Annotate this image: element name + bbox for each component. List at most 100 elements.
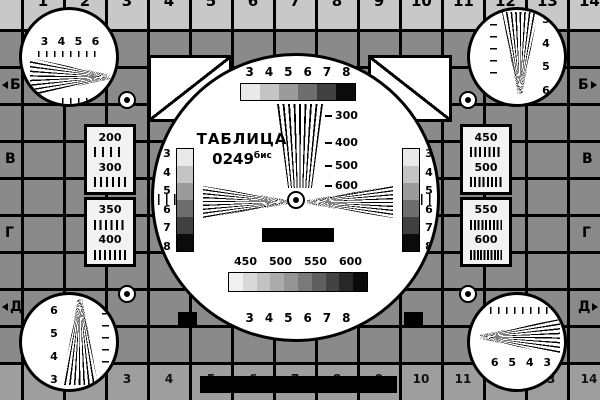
wedge-frequency-value: 600 bbox=[335, 179, 358, 192]
row-letter-label: Д bbox=[10, 299, 23, 315]
burst-pattern bbox=[470, 147, 502, 158]
row-letter-label: В bbox=[582, 151, 593, 167]
fan-number: 3 bbox=[542, 13, 550, 26]
grayscale-digit: 4 bbox=[425, 165, 433, 179]
fan-number: 4 bbox=[57, 35, 66, 48]
fan-number: 4 bbox=[542, 36, 550, 50]
fan-number: 6 bbox=[542, 83, 550, 97]
fan-number: 5 bbox=[542, 60, 550, 74]
target-dot bbox=[293, 197, 299, 203]
grayscale-digit: 5 bbox=[163, 184, 171, 198]
grid-vline bbox=[441, 0, 444, 400]
tick-marks bbox=[38, 51, 102, 57]
row-letter-label: Б bbox=[578, 77, 589, 93]
grayscale-cell bbox=[177, 166, 193, 183]
grayscale-cell bbox=[270, 273, 285, 291]
grayscale-cell bbox=[403, 200, 419, 217]
fan-numbers: 3 4 5 6 bbox=[540, 14, 552, 96]
card-code: 0249бис bbox=[190, 150, 294, 168]
burst-pattern bbox=[94, 219, 126, 230]
grid-hline bbox=[0, 362, 600, 365]
black-square bbox=[404, 312, 423, 327]
center-target bbox=[287, 191, 305, 209]
frequency-label: 550 bbox=[304, 255, 327, 268]
grayscale-cell bbox=[229, 273, 243, 291]
resolution-fan bbox=[30, 58, 110, 96]
row-letter-label: Г bbox=[5, 225, 14, 241]
bottom-frequency-labels: 450 500 550 600 bbox=[228, 256, 368, 269]
fan-number: 6 bbox=[50, 304, 58, 317]
grayscale-cell bbox=[353, 273, 367, 291]
column-number: 2 bbox=[79, 0, 91, 10]
grayscale-cell bbox=[311, 273, 326, 291]
grayscale-digit: 4 bbox=[264, 65, 274, 79]
row-letter-right: В bbox=[582, 151, 593, 167]
tick-marks bbox=[421, 194, 437, 205]
grayscale-digit: 6 bbox=[163, 202, 171, 216]
grayscale-digit: 7 bbox=[322, 311, 332, 325]
row-letter-label: Б bbox=[10, 77, 21, 93]
column-number: 9 bbox=[373, 0, 385, 10]
burst-pattern bbox=[94, 249, 126, 260]
column-number: 12 bbox=[495, 0, 516, 10]
grayscale-digit: 8 bbox=[425, 239, 433, 253]
column-number: 4 bbox=[164, 372, 174, 386]
frequency-value: 600 bbox=[474, 233, 498, 247]
grayscale-digit: 8 bbox=[342, 311, 351, 325]
fan-numbers: 3 4 5 6 bbox=[36, 36, 104, 49]
column-number: 4 bbox=[163, 0, 175, 10]
grayscale-digit: 6 bbox=[303, 65, 312, 79]
tick-marks bbox=[490, 24, 497, 80]
burst-pattern bbox=[94, 147, 126, 158]
wedge-frequency-value: 400 bbox=[335, 136, 358, 149]
grayscale-cell bbox=[284, 273, 298, 291]
column-number: 5 bbox=[205, 0, 217, 10]
target-dot bbox=[124, 291, 130, 297]
reference-black-bar bbox=[262, 228, 334, 242]
arrow-left-icon bbox=[2, 303, 8, 311]
left-panel-box-bottom: 350 400 bbox=[84, 197, 136, 267]
grayscale-digit: 5 bbox=[425, 184, 433, 198]
frequency-value: 550 bbox=[474, 203, 498, 217]
grayscale-digit: 3 bbox=[245, 65, 254, 79]
column-number: 3 bbox=[121, 0, 133, 10]
row-letter-right: Б bbox=[578, 77, 597, 93]
right-grayscale-digits: 3 4 5 6 7 8 bbox=[422, 148, 436, 252]
grid-hline bbox=[0, 29, 600, 32]
grid-vline bbox=[567, 0, 570, 400]
corner-circle-bottom-right: 6 5 4 3 bbox=[467, 292, 567, 392]
registration-target bbox=[118, 285, 136, 303]
frequency-value: 350 bbox=[98, 203, 122, 217]
resolution-fan bbox=[480, 319, 560, 355]
horizontal-resolution-wedge-left bbox=[203, 186, 289, 218]
fan-number: 5 bbox=[508, 356, 517, 369]
fan-number: 6 bbox=[490, 356, 499, 369]
frequency-label: 500 bbox=[269, 255, 292, 268]
tick-marks bbox=[158, 194, 176, 205]
grayscale-digit: 6 bbox=[425, 202, 433, 216]
grayscale-cell bbox=[317, 84, 336, 100]
row-letter-right: Г bbox=[582, 225, 591, 241]
column-number: 1 bbox=[37, 0, 49, 10]
grayscale-cell bbox=[325, 273, 340, 291]
grayscale-digit: 7 bbox=[425, 221, 433, 235]
row-letter-label: Г bbox=[582, 225, 591, 241]
grayscale-digit: 8 bbox=[163, 239, 171, 253]
grayscale-digit: 7 bbox=[322, 65, 332, 79]
grayscale-cell bbox=[403, 217, 419, 234]
target-dot bbox=[124, 97, 130, 103]
arrow-right-icon bbox=[592, 303, 599, 311]
row-letter-left: Г bbox=[5, 225, 14, 241]
column-number: 13 bbox=[537, 0, 558, 10]
grayscale-digit: 3 bbox=[163, 147, 171, 160]
center-circle: 3 4 5 6 7 8 300 400 500 600 ТАБЛИЦА 0249… bbox=[151, 53, 440, 342]
left-grayscale-strip bbox=[176, 148, 194, 252]
grayscale-digit: 3 bbox=[245, 311, 254, 325]
grayscale-cell bbox=[256, 273, 271, 291]
registration-target bbox=[459, 91, 477, 109]
column-number: 3 bbox=[122, 372, 132, 386]
grayscale-cell bbox=[242, 273, 257, 291]
arrow-left-icon bbox=[2, 81, 8, 89]
frequency-value: 450 bbox=[474, 130, 498, 144]
